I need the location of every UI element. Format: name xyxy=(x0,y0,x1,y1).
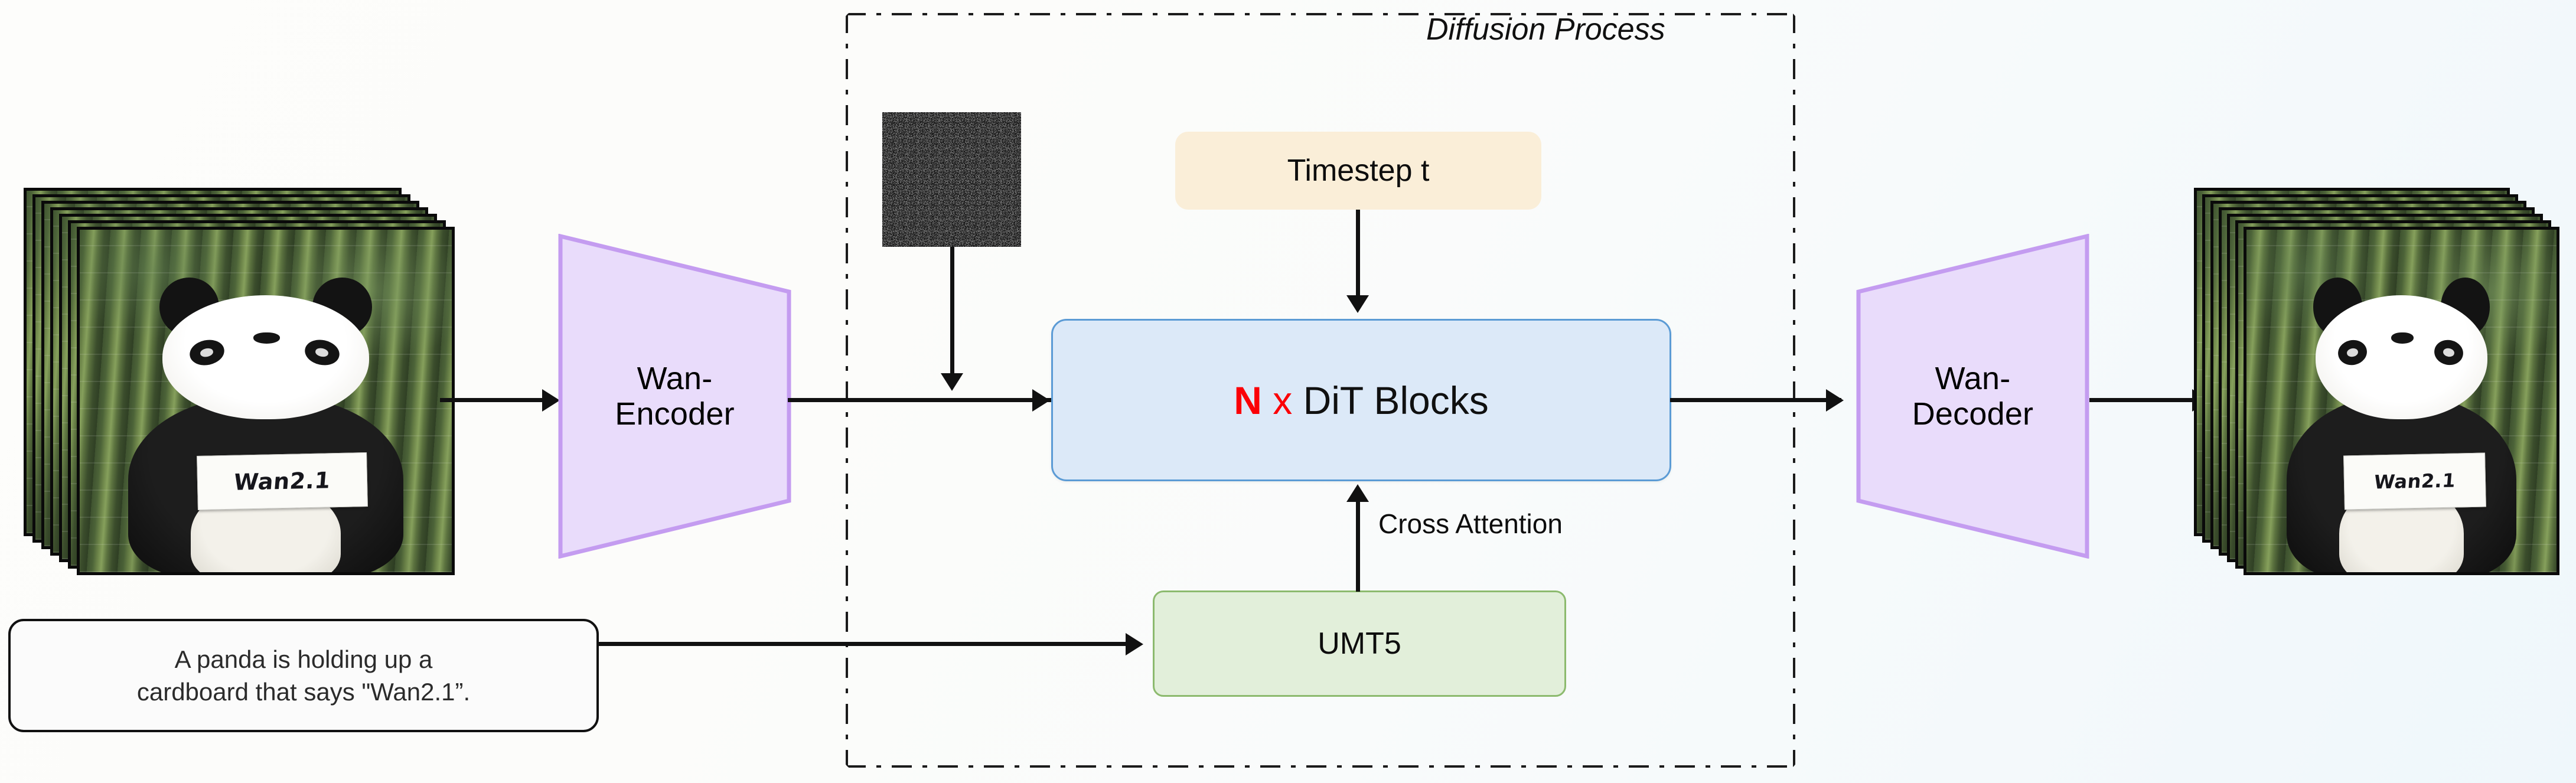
edge-frames-to-encoder xyxy=(440,398,543,402)
cross-attention-label: Cross Attention xyxy=(1378,508,1563,539)
edge-noise-to-dit xyxy=(950,247,954,378)
prompt-line-2: cardboard that says "Wan2.1”. xyxy=(136,678,471,706)
input-video-frames: Wan2.1 xyxy=(24,188,455,578)
panda-illustration: Wan2.1 xyxy=(2271,278,2532,572)
panda-sign: Wan2.1 xyxy=(196,452,368,511)
dit-blocks-text: DiT Blocks xyxy=(1303,378,1489,422)
panda-illustration: Wan2.1 xyxy=(109,278,422,572)
panda-sign: Wan2.1 xyxy=(2343,452,2487,510)
edge-timestep-to-dit xyxy=(1356,210,1360,298)
frame-layer-top: Wan2.1 xyxy=(2244,227,2559,575)
decoder-label-line2: Decoder xyxy=(1912,396,2034,432)
arrowhead-icon xyxy=(1032,389,1050,412)
edge-decoder-to-frames xyxy=(2089,398,2196,402)
edge-dit-to-decoder xyxy=(1670,398,1841,402)
wan-encoder-node[interactable]: Wan- Encoder xyxy=(558,234,791,559)
output-video-frames: Wan2.1 xyxy=(2194,188,2576,578)
umt5-node[interactable]: UMT5 xyxy=(1153,590,1566,697)
umt5-label: UMT5 xyxy=(1318,627,1401,661)
encoder-label-line2: Encoder xyxy=(615,396,735,432)
encoder-label-line1: Wan- xyxy=(637,360,713,396)
edge-umt5-to-dit xyxy=(1356,502,1360,592)
prompt-line-1: A panda is holding up a xyxy=(174,645,433,673)
arrowhead-icon xyxy=(941,373,963,391)
arrowhead-icon xyxy=(1346,484,1369,502)
dit-times-symbol: x xyxy=(1273,378,1293,422)
dit-blocks-node[interactable]: N x DiT Blocks xyxy=(1051,319,1671,481)
diffusion-process-label: Diffusion Process xyxy=(1426,12,1665,47)
prompt-text: A panda is holding up a cardboard that s… xyxy=(137,643,470,709)
prompt-textbox[interactable]: A panda is holding up a cardboard that s… xyxy=(8,619,599,732)
noise-latent-patch xyxy=(882,112,1021,247)
edge-encoder-to-dit xyxy=(788,398,1051,402)
wan-decoder-node[interactable]: Wan- Decoder xyxy=(1856,234,2089,559)
decoder-label-line1: Wan- xyxy=(1935,360,2011,396)
frame-layer-top: Wan2.1 xyxy=(77,227,455,575)
arrowhead-icon xyxy=(1826,389,1844,412)
timestep-node[interactable]: Timestep t xyxy=(1175,132,1541,210)
arrowhead-icon xyxy=(542,389,560,412)
arrowhead-icon xyxy=(1126,633,1143,655)
arrowhead-icon xyxy=(1346,295,1369,313)
dit-blocks-label: N x DiT Blocks xyxy=(1234,378,1489,423)
timestep-label: Timestep t xyxy=(1287,154,1430,188)
dit-repeat-count: N xyxy=(1234,378,1262,422)
edge-prompt-to-umt5 xyxy=(599,642,1130,646)
